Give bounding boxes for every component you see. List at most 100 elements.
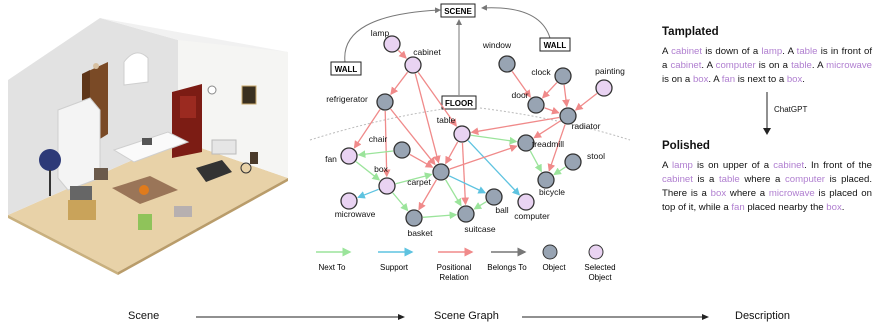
object-mention: box xyxy=(826,202,842,214)
wall-region-divider xyxy=(309,107,451,141)
scene-root-label: SCENE xyxy=(444,7,472,16)
object-mention: table xyxy=(718,173,740,185)
positional-edge-refrigerator-box xyxy=(382,110,391,178)
positional-edge-window-door xyxy=(511,70,531,98)
positional-edge-radiator-table xyxy=(470,116,560,136)
templated-description: A cabinet is down of a lamp. A table is … xyxy=(662,45,872,88)
node-carpet xyxy=(432,163,450,181)
legend-label-next: Next To xyxy=(319,263,347,272)
pipeline-scene-label: Scene xyxy=(128,310,160,322)
description-text: is on a xyxy=(755,60,792,72)
painting-object xyxy=(241,85,257,105)
node-table xyxy=(453,125,471,143)
description-text: is next to a xyxy=(735,74,787,86)
object-mention: cabinet xyxy=(670,60,702,72)
scene-graph-svg: SCENE WALL WALL FLOOR lampcabinetrefrige… xyxy=(309,3,631,282)
legend-item-next: Next To xyxy=(316,247,352,272)
description-text: . xyxy=(802,74,805,86)
node-label-door: door xyxy=(511,90,528,100)
node-ball xyxy=(485,188,503,206)
fan-object xyxy=(39,149,61,171)
description-panel: Tamplated A cabinet is down of a lamp. A… xyxy=(662,26,872,215)
next-edge-fan-box xyxy=(355,161,381,181)
node-label-chair: chair xyxy=(369,134,388,144)
node-radiator xyxy=(559,107,577,125)
chair-object xyxy=(94,168,108,180)
positional-edge-door-radiator xyxy=(544,106,560,115)
wall-right-label: WALL xyxy=(544,41,567,50)
node-label-basket: basket xyxy=(407,228,433,238)
positional-edge-clock-door xyxy=(541,82,558,99)
object-mention: cabinet xyxy=(662,173,693,185)
next-edge-box-carpet xyxy=(395,172,433,185)
node-label-lamp: lamp xyxy=(371,28,390,38)
positional-edge-table-suitcase xyxy=(461,142,470,206)
positional-edge-cabinet-refrigerator xyxy=(390,71,409,96)
scene-render xyxy=(0,0,300,275)
positional-edge-painting-radiator xyxy=(574,93,598,111)
suitcase-object xyxy=(174,206,192,217)
lamp-object xyxy=(93,63,99,69)
box-object xyxy=(68,200,96,220)
description-text: . A xyxy=(782,46,797,57)
node-treadmill xyxy=(517,134,535,152)
edge-layer xyxy=(353,49,598,220)
description-text: A xyxy=(662,46,672,57)
positional-edge-cabinet-table xyxy=(417,71,457,127)
node-computer xyxy=(517,193,535,211)
node-label-painting: painting xyxy=(595,66,625,76)
positional-edge-carpet-basket xyxy=(418,179,438,211)
refrigerator-object xyxy=(57,97,101,191)
positional-edge-lamp-cabinet xyxy=(397,49,407,59)
door-object xyxy=(172,84,202,158)
node-label-window: window xyxy=(482,40,512,50)
node-label-bicycle: bicycle xyxy=(539,187,565,197)
belongs-to-arrow xyxy=(481,4,551,39)
object-mention: lamp xyxy=(672,159,693,171)
node-lamp xyxy=(383,35,401,53)
description-text: where a xyxy=(739,173,785,185)
positional-edge-carpet-treadmill xyxy=(449,144,518,170)
object-mention: fan xyxy=(721,74,736,86)
node-label-radiator: radiator xyxy=(572,121,601,131)
bicycle-object xyxy=(240,162,252,174)
legend-item-object: Object xyxy=(542,244,566,272)
positional-edge-chair-carpet xyxy=(409,153,434,168)
node-bicycle xyxy=(537,171,555,189)
polished-description: A lamp is on upper of a cabinet. In fron… xyxy=(662,159,872,216)
floor-box xyxy=(441,95,477,110)
legend-item-belongs: Belongs To xyxy=(487,247,527,272)
legend-swatch-selected xyxy=(588,244,604,260)
window-object xyxy=(123,52,149,86)
object-mention: cabinet xyxy=(773,159,805,171)
description-text: . A xyxy=(811,60,827,72)
wall-right-box xyxy=(539,37,571,52)
description-text: is on a xyxy=(662,74,693,86)
object-mention: microwave xyxy=(768,188,815,200)
positional-edge-clock-radiator xyxy=(562,84,570,108)
wall-left-box xyxy=(330,61,362,76)
description-text: A xyxy=(662,159,673,171)
object-mention: lamp xyxy=(761,46,783,57)
description-text: . A xyxy=(708,74,722,86)
legend-label-object: Object xyxy=(542,263,566,272)
legend-label-belongs: Belongs To xyxy=(487,263,527,272)
treadmill-object xyxy=(196,160,232,182)
ball-object xyxy=(139,185,149,195)
positional-edge-table-carpet xyxy=(445,141,459,165)
positional-edge-radiator-bicycle xyxy=(547,124,566,172)
node-refrigerator xyxy=(376,93,394,111)
scene-root-box xyxy=(440,3,476,18)
object-mention: table xyxy=(796,46,818,57)
description-text: is in front of a xyxy=(662,46,872,72)
pipeline-bar: Scene Scene Graph Description xyxy=(0,296,877,331)
node-label-box: box xyxy=(374,164,388,174)
node-label-clock: clock xyxy=(531,67,551,77)
positional-edge-radiator-treadmill xyxy=(533,120,561,139)
node-label-carpet: carpet xyxy=(407,177,431,187)
object-mention: cabinet xyxy=(671,46,703,57)
pipeline-scene-graph-label: Scene Graph xyxy=(434,310,499,322)
